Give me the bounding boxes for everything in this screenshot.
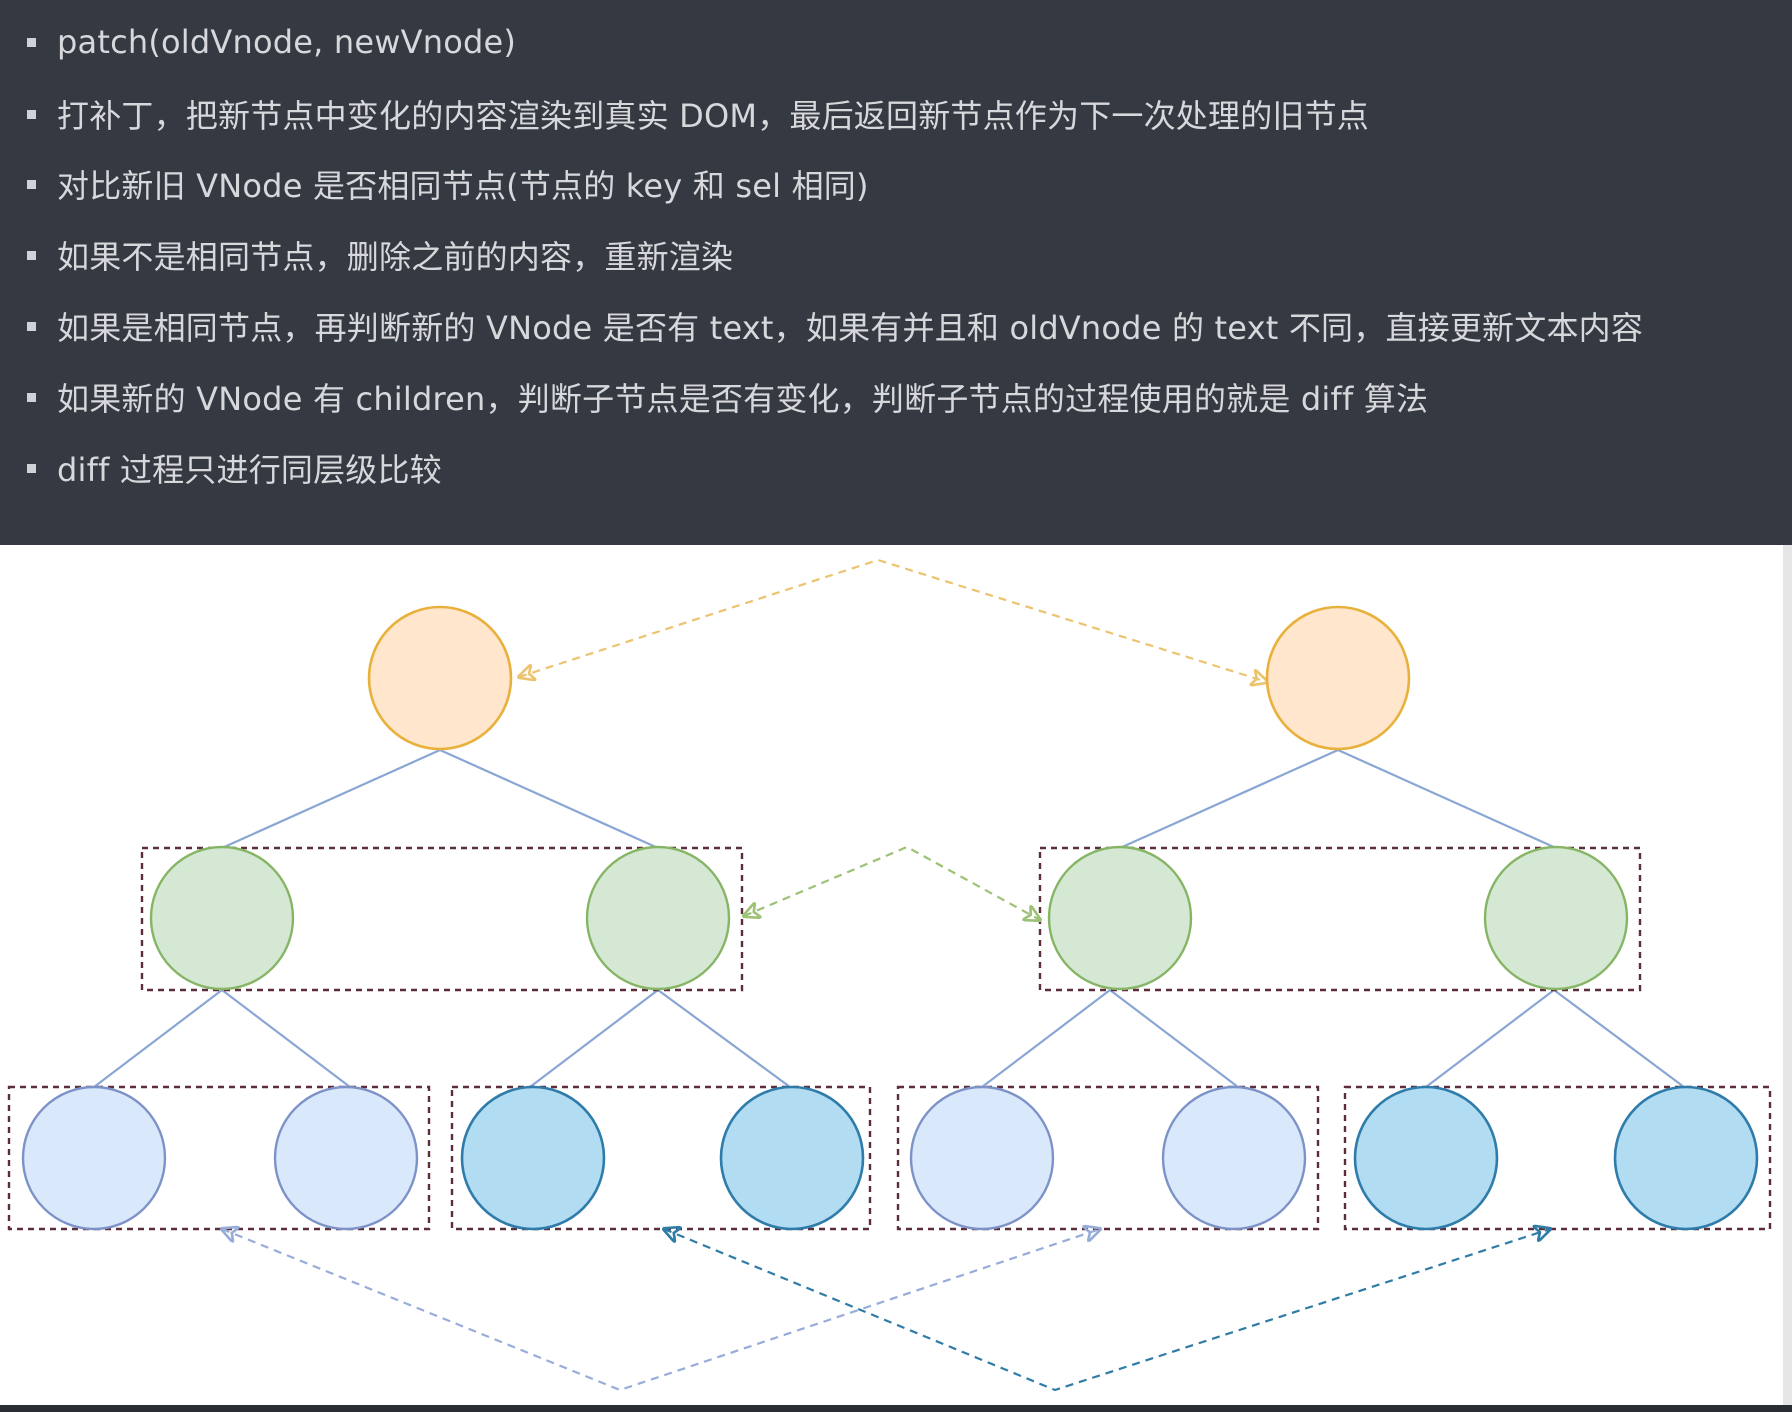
window-bottom-edge [0, 1405, 1792, 1412]
bullet-text: 对比新旧 VNode 是否相同节点(节点的 key 和 sel 相同) [57, 167, 869, 205]
bullet-marker [27, 37, 36, 47]
bullet-text: patch(oldVnode, newVnode) [57, 23, 517, 61]
level2-compare-arrow [744, 845, 1040, 920]
bullet-item: 对比新旧 VNode 是否相同节点(节点的 key 和 sel 相同) [27, 162, 869, 206]
bullet-item: 如果新的 VNode 有 children，判断子节点是否有变化，判断子节点的过… [27, 375, 1428, 419]
leaf-nodes [21, 1085, 1759, 1231]
bullet-marker [27, 321, 36, 331]
bullet-text: 打补丁，把新节点中变化的内容渲染到真实 DOM，最后返回新节点作为下一次处理的旧… [57, 97, 1370, 135]
tree-edge [981, 989, 1111, 1088]
bullet-marker [27, 392, 36, 402]
leaf-node-light [1161, 1085, 1307, 1231]
tree-edge [1337, 748, 1557, 850]
leaf-node-light [909, 1085, 1055, 1231]
bullet-marker [27, 463, 36, 473]
level2-node [1047, 845, 1193, 991]
root-compare-arrow [519, 558, 1267, 682]
bullet-marker [27, 179, 36, 189]
tree-edge [657, 989, 791, 1088]
bullet-marker [27, 250, 36, 260]
leaf-group-box [1343, 1085, 1772, 1231]
tree-edge [439, 748, 659, 850]
tree-edges [93, 748, 1685, 1088]
leaf-node-dark [460, 1085, 606, 1231]
tree-edge [1119, 748, 1339, 850]
bullet-text: 如果新的 VNode 有 children，判断子节点是否有变化，判断子节点的过… [57, 380, 1429, 418]
root-node [367, 605, 513, 751]
bullet-item: 打补丁，把新节点中变化的内容渲染到真实 DOM，最后返回新节点作为下一次处理的旧… [27, 92, 1369, 136]
bullet-item: patch(oldVnode, newVnode) [27, 20, 516, 64]
leaf-node-light [273, 1085, 419, 1231]
leaf-node-light [21, 1085, 167, 1231]
window-edge [1783, 545, 1792, 1412]
tree-edge [221, 989, 351, 1088]
diff-diagram-canvas [7, 558, 1772, 1392]
level2-node [585, 845, 731, 991]
leaf-group-box [450, 1085, 872, 1231]
leaf-node-dark [1613, 1085, 1759, 1231]
tree-edge [1425, 989, 1555, 1088]
tree-edge [1553, 989, 1685, 1088]
bullet-marker [27, 109, 36, 119]
tree-edge [1109, 989, 1239, 1088]
leaf-node-dark [719, 1085, 865, 1231]
root-node [1265, 605, 1411, 751]
tree-edge [93, 989, 223, 1088]
leaf-node-dark [1353, 1085, 1499, 1231]
notes-panel: patch(oldVnode, newVnode) 打补丁，把新节点中变化的内容… [0, 0, 1792, 545]
bullet-text: 如果不是相同节点，删除之前的内容，重新渲染 [57, 238, 734, 276]
level2-nodes [149, 845, 1629, 991]
bullet-item: 如果不是相同节点，删除之前的内容，重新渲染 [27, 233, 733, 277]
tree-edge [529, 989, 659, 1088]
leaf-dark-compare-arrow [664, 1229, 1550, 1392]
bullet-text: diff 过程只进行同层级比较 [57, 451, 442, 489]
root-nodes [367, 605, 1411, 751]
bullet-item: diff 过程只进行同层级比较 [27, 446, 442, 490]
level2-node [1483, 845, 1629, 991]
bullet-text: 如果是相同节点，再判断新的 VNode 是否有 text，如果有并且和 oldV… [57, 309, 1644, 347]
level2-node [149, 845, 295, 991]
bullet-item: 如果是相同节点，再判断新的 VNode 是否有 text，如果有并且和 oldV… [27, 304, 1643, 348]
tree-edge [221, 748, 441, 850]
leaf-light-compare-arrow [222, 1229, 1100, 1392]
diff-diagram [0, 545, 1783, 1405]
